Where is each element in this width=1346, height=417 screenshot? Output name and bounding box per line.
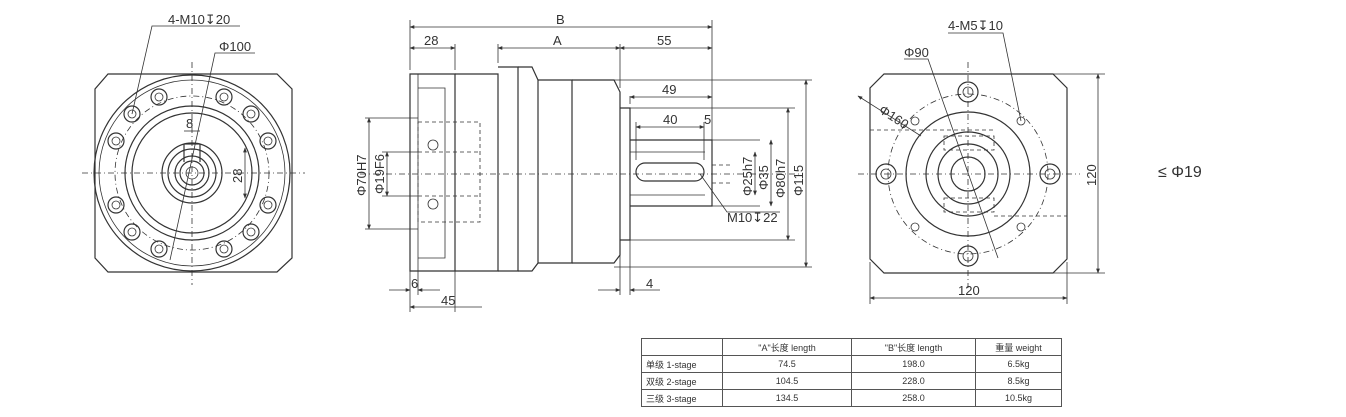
table-row: 三级 3-stage 134.5 258.0 10.5kg [641, 389, 1062, 407]
table-header-cell: "B"长度 length [851, 338, 976, 356]
side-input-bore: Φ19F6 [372, 154, 387, 194]
side-body-length: A [553, 33, 562, 48]
table-cell: 三级 3-stage [641, 389, 723, 407]
side-key-offset: 5 [704, 112, 711, 127]
table-cell: 74.5 [722, 355, 852, 373]
technical-drawing: 8 28 4-M10↧20 Φ100 [82, 12, 1202, 312]
front-pcd-label: Φ100 [219, 39, 251, 54]
side-shaft-shoulder: Φ35 [756, 165, 771, 190]
table-cell: 104.5 [722, 372, 852, 390]
table-header-cell: 重量 weight [975, 338, 1062, 356]
rear-bolt-circle: Φ90 [904, 45, 929, 60]
table-cell: 134.5 [722, 389, 852, 407]
side-flange-thick: 6 [411, 276, 418, 291]
side-adapter-length: 45 [441, 293, 455, 308]
table-header-cell: "A"长度 length [722, 338, 852, 356]
rear-outer-circle: Φ160 [876, 102, 911, 132]
side-pilot-length: 4 [646, 276, 653, 291]
table-cell: 8.5kg [975, 372, 1062, 390]
spec-table: "A"长度 length "B"长度 length 重量 weight 单级 1… [641, 338, 1062, 407]
side-body-dia: Φ115 [791, 165, 806, 196]
table-cell: 单级 1-stage [641, 355, 723, 373]
front-holes [107, 88, 277, 258]
side-center-tap: M10↧22 [727, 210, 778, 225]
front-hole-label: 4-M10↧20 [168, 12, 230, 27]
table-cell: 258.0 [851, 389, 976, 407]
side-shaft-length: 55 [657, 33, 671, 48]
side-view: B 28 A 55 49 40 5 Φ70H7 Φ19F6 Φ25h7 Φ35 [354, 12, 812, 312]
table-cell: 双级 2-stage [641, 372, 723, 390]
side-pilot-bore: Φ70H7 [354, 155, 369, 196]
table-header-cell [641, 338, 723, 356]
table-header-row: "A"长度 length "B"长度 length 重量 weight [641, 338, 1062, 356]
table-cell: 10.5kg [975, 389, 1062, 407]
rear-hole-label: 4-M5↧10 [948, 18, 1003, 33]
side-flange-length: 28 [424, 33, 438, 48]
motor-shaft-note: ≤ Φ19 [1158, 164, 1202, 181]
table-cell: 228.0 [851, 372, 976, 390]
front-key-height: 28 [230, 169, 245, 183]
rear-width: 120 [958, 283, 980, 298]
side-key-slot-length: 40 [663, 112, 677, 127]
side-shaft-dia: Φ25h7 [740, 157, 755, 196]
rear-view: 4-M5↧10 Φ90 Φ160 120 120 [857, 18, 1105, 304]
front-key-width: 8 [186, 116, 193, 131]
table-cell: 6.5kg [975, 355, 1062, 373]
front-view: 8 28 4-M10↧20 Φ100 [82, 12, 305, 285]
rear-height: 120 [1084, 164, 1099, 186]
table-cell: 198.0 [851, 355, 976, 373]
side-overall-length: B [556, 12, 565, 27]
table-row: 单级 1-stage 74.5 198.0 6.5kg [641, 355, 1062, 373]
side-key-length: 49 [662, 82, 676, 97]
side-pilot-dia: Φ80h7 [773, 159, 788, 198]
table-row: 双级 2-stage 104.5 228.0 8.5kg [641, 372, 1062, 390]
